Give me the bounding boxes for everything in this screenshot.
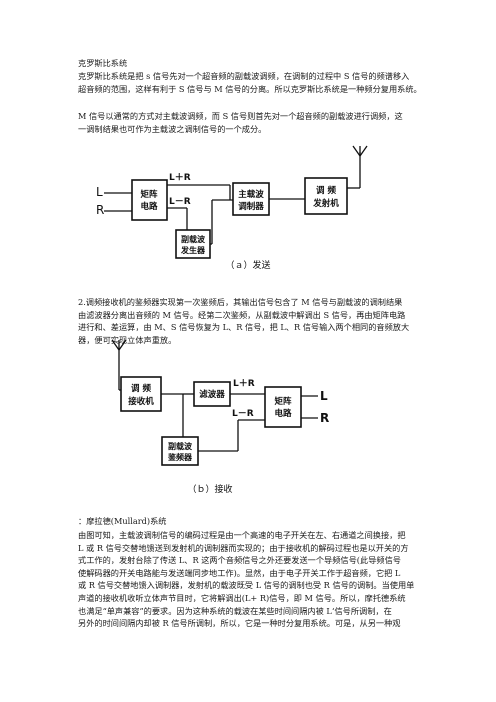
input-l-label: L [96,185,103,199]
matrix-label-1: 矩阵 [273,396,292,407]
paragraph-3: 2.调频接收机的鉴频器实现第一次鉴频后，其输出信号包含了 M 信号与副载波的调制… [78,296,423,346]
mainmod-label-1: 主载波 [238,189,264,200]
text-line: 克罗斯比系统是把 s 信号先对一个超音频的副载波调频，在调制的过程中 S 信号的… [78,71,410,81]
text-line: 由图可知，主载波调制信号的编码过程是由一个高速的电子开关在左、右通道之间换接，把 [78,530,406,540]
matrix-label-2: 电路 [274,408,292,419]
paragraph-2: M 信号以通常的方式对主载波调频，而 S 信号则首先对一个超音频的副载波进行调频… [78,110,423,135]
text-line: 一调制结果也可作为主载波之调制信号的一个成分。 [78,123,267,134]
sum-label: L＋R [233,378,255,389]
text-line: 器，便可实现立体声重放。 [78,334,177,345]
text-line: 超音频的范围，这样有利于 S 信号与 M 信号的分离。所以克罗斯比系统是一种频分… [78,83,422,94]
intro-paragraph: 克罗斯比系统是把 s 信号先对一个超音频的副载波调频，在调制的过程中 S 信号的… [78,70,423,95]
output-l-label: L [320,389,328,403]
fmtx-label-2: 发射机 [312,198,339,209]
matrix-circuit-box [131,179,168,221]
matrix-label-1: 矩阵 [139,189,158,200]
fmrx-label-2: 接收机 [128,396,154,407]
subdisc-label-2: 鉴频器 [167,452,193,462]
subgen-label-1: 副载波 [181,234,206,244]
text-line: 也满足“单声兼容”的要求。因为这种系统的载波在某些时间间隔内被 L‘信号所调制，… [78,605,392,616]
text-line: L 或 R 信号交替地馈送到发射机的调制器而实现的；由于接收机的解码过程也是以开… [78,542,409,553]
text-line: 式工作的，发射台除了传送 L、R 这两个音频信号之外还要发送一个导频信号(此导频… [78,555,401,566]
diff-label: L－R [232,409,254,419]
text-line: 进行和、差运算，由 M、S 信号恢复为 L、R 信号，把 L、R 信号输入两个相… [78,322,410,333]
fm-transmitter-box [304,177,348,215]
text-line: 声道的接收机收听立体声节目时，它将解调出(L+ R)信号，即 M 信号。所以，摩… [78,592,406,603]
fmtx-label-1: 调 频 [316,185,336,196]
text-line: 2.调频接收机的鉴频器实现第一次鉴频后，其输出信号包含了 M 信号与副载波的调制… [78,297,403,307]
input-r-label: R [96,203,104,217]
text-line: M 信号以通常的方式对主载波调频，而 S 信号则首先对一个超音频的副载波进行调频… [78,111,403,121]
mainmod-label-2: 调制器 [238,201,264,212]
subgen-label-2: 发生器 [180,245,206,255]
fmrx-label-1: 调 频 [131,383,151,394]
sum-label: L＋R [169,172,191,183]
diff-label: L－R [169,197,191,207]
filter-label: 滤波器 [199,389,225,400]
subcarrier-discriminator-box [161,436,199,466]
text-line: 由滤波器分离出音频的 M 信号。经第二次鉴频，从副载波中解调出 S 信号，再由矩… [78,309,406,320]
text-line: 另外的时间间隔内却被 R 信号所调制，所以，它是一种时分复用系统。可是，从另一种… [78,618,401,629]
subdisc-label-1: 副载波 [168,441,193,451]
output-r-label: R [320,411,329,425]
text-line: 或 R 信号交替地馈入调制器，发射机的载波既受 L 信号的调制也受 R 信号的调… [78,580,415,591]
matrix-label-2: 电路 [140,201,158,212]
matrix-circuit-box [264,386,302,428]
filter-box [193,381,231,407]
caption-transmit: （ａ）发送 [225,259,270,271]
section-title: ：摩拉德(Mullard)系统 [78,516,167,526]
subcarrier-generator-box [175,229,211,259]
main-carrier-modulator-box [232,182,270,216]
paragraph-4: 由图可知，主载波调制信号的编码过程是由一个高速的电子开关在左、右通道之间换接，把… [78,529,423,630]
text-line: 使解码器的开关电路能与发送端同步地工作)。显然，由于电子开关工作于超音频，它把 … [78,567,401,578]
doc-title: 克罗斯比系统 [78,58,128,68]
caption-receive: （ｂ）接收 [187,483,232,495]
